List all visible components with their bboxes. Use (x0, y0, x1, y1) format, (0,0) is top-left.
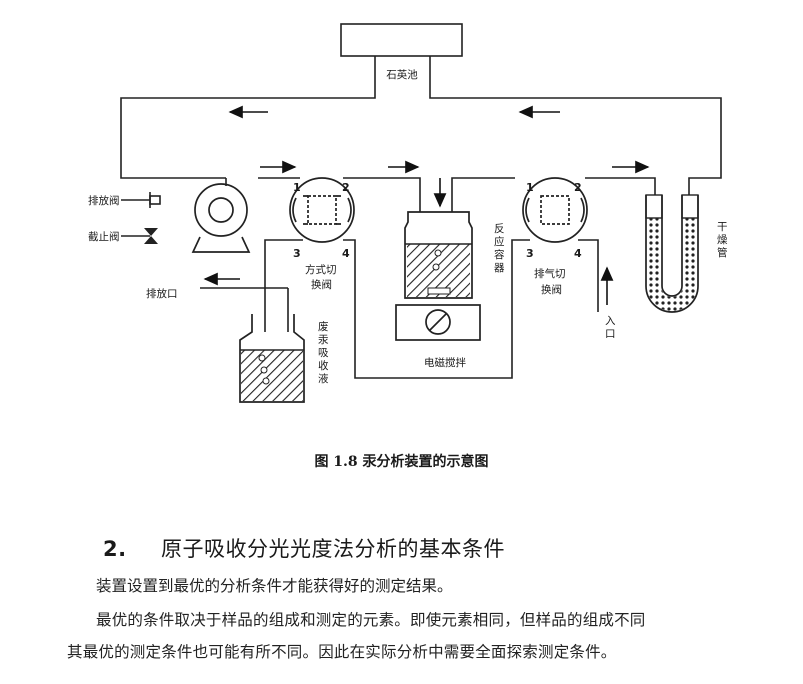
quartz-cell-label: 石英池 (386, 68, 418, 81)
quartz-cell (340, 23, 463, 57)
section-heading: 2. 原子吸收分光光度法分析的基本条件 (103, 533, 505, 563)
mode-switch-valve-icon (289, 177, 355, 243)
valve1-port-1: 1 (293, 181, 301, 194)
magnetic-stirrer-label: 电磁搅拌 (424, 356, 466, 369)
section-number: 2. (103, 537, 127, 561)
magnetic-stirrer-icon (395, 304, 481, 341)
valve2-port-1: 1 (526, 181, 534, 194)
valve2-port-2: 2 (574, 181, 582, 194)
exhaust-switch-valve-label-1: 排气切 (534, 267, 566, 280)
paragraph-2: 最优的条件取决于样品的组成和测定的元素。即使元素相同，但样品的组成不同 (96, 611, 646, 629)
drying-tube-label: 干燥管 (717, 221, 728, 259)
valve1-port-4: 4 (342, 247, 350, 260)
paragraph-1: 装置设置到最优的分析条件才能获得好的测定结果。 (96, 577, 453, 595)
stop-valve-icon (144, 228, 158, 244)
outlet-label: 排放口 (146, 287, 178, 300)
mercury-analyzer-diagram: 石英池 排放阀 截止阀 排放口 方式切 换阀 电磁搅拌 排气切 换阀 反应容器 … (88, 23, 728, 403)
vent-valve-icon (149, 192, 161, 208)
vent-valve-label: 排放阀 (88, 194, 120, 207)
valve1-port-3: 3 (293, 247, 301, 260)
valve1-port-2: 2 (342, 181, 350, 194)
waste-absorber-label: 废汞吸收液 (318, 320, 329, 385)
mode-switch-valve-label-2: 换阀 (311, 278, 332, 291)
drying-tube-icon (645, 194, 699, 313)
reaction-vessel-icon (404, 211, 473, 299)
exhaust-switch-valve-label-2: 换阀 (541, 283, 562, 296)
paragraph-3: 其最优的测定条件也可能有所不同。因此在实际分析中需要全面探索测定条件。 (67, 643, 617, 661)
mode-switch-valve-label-1: 方式切 (305, 263, 337, 276)
reaction-vessel-label: 反应容器 (494, 223, 505, 274)
section-title: 原子吸收分光光度法分析的基本条件 (161, 537, 505, 561)
valve2-port-4: 4 (574, 247, 582, 260)
waste-absorber-bottle-icon (239, 314, 305, 403)
valve2-port-3: 3 (526, 247, 534, 260)
figure-caption: 图 1.8 汞分析装置的示意图 (314, 454, 489, 470)
pump-icon (191, 183, 251, 253)
exhaust-switch-valve-icon (522, 177, 588, 243)
stop-valve-label: 截止阀 (88, 230, 120, 243)
inlet-label: 入口 (605, 315, 616, 340)
